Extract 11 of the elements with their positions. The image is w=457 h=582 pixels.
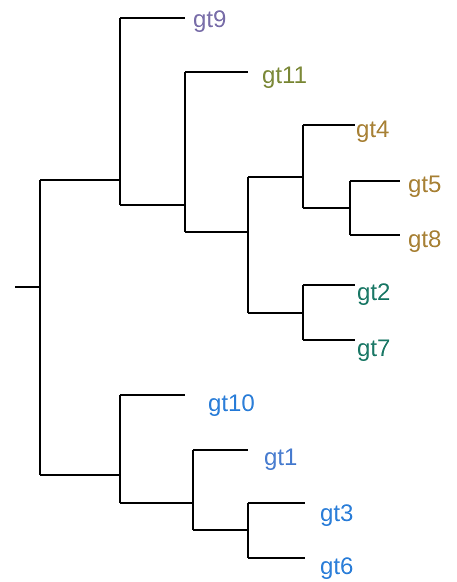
leaf-label: gt3	[320, 500, 354, 528]
leaf-label: gt2	[357, 279, 390, 307]
leaf-label: gt4	[356, 116, 390, 144]
leaf-label: gt11	[262, 62, 307, 90]
leaf-label: gt9	[193, 6, 226, 34]
leaf-label: gt1	[264, 444, 298, 472]
leaf-label: gt8	[408, 226, 442, 254]
leaf-label: gt7	[357, 335, 390, 363]
leaf-label: gt5	[408, 171, 442, 199]
leaf-label: gt10	[208, 390, 255, 418]
leaf-label: gt6	[320, 553, 354, 581]
